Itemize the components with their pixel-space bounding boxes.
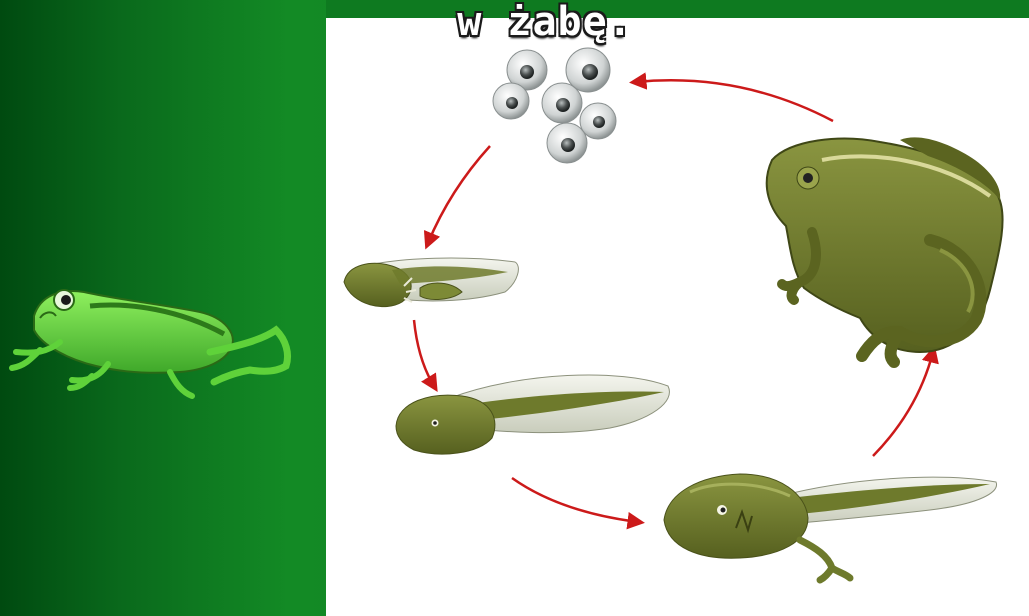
adult-frog-illustration <box>767 137 1003 362</box>
arrow-tadpole-to-legs <box>512 478 638 522</box>
tadpole-with-legs-illustration <box>664 474 996 580</box>
arrow-frog-to-eggs <box>636 80 833 121</box>
egg-icon <box>542 83 582 123</box>
arrow-embryo-to-tadpole <box>414 320 434 386</box>
arrow-legs-to-frog <box>873 352 933 456</box>
slide-caption: w żabę. <box>440 0 650 50</box>
tadpole-illustration <box>396 375 669 454</box>
eggs-cluster <box>493 48 616 163</box>
egg-icon <box>580 103 616 139</box>
egg-icon <box>493 83 529 119</box>
egg-icon <box>566 48 610 92</box>
egg-icon <box>547 123 587 163</box>
embryo-illustration <box>344 258 518 307</box>
arrow-eggs-to-embryo <box>428 146 490 243</box>
green-frog-illustration <box>12 290 288 396</box>
